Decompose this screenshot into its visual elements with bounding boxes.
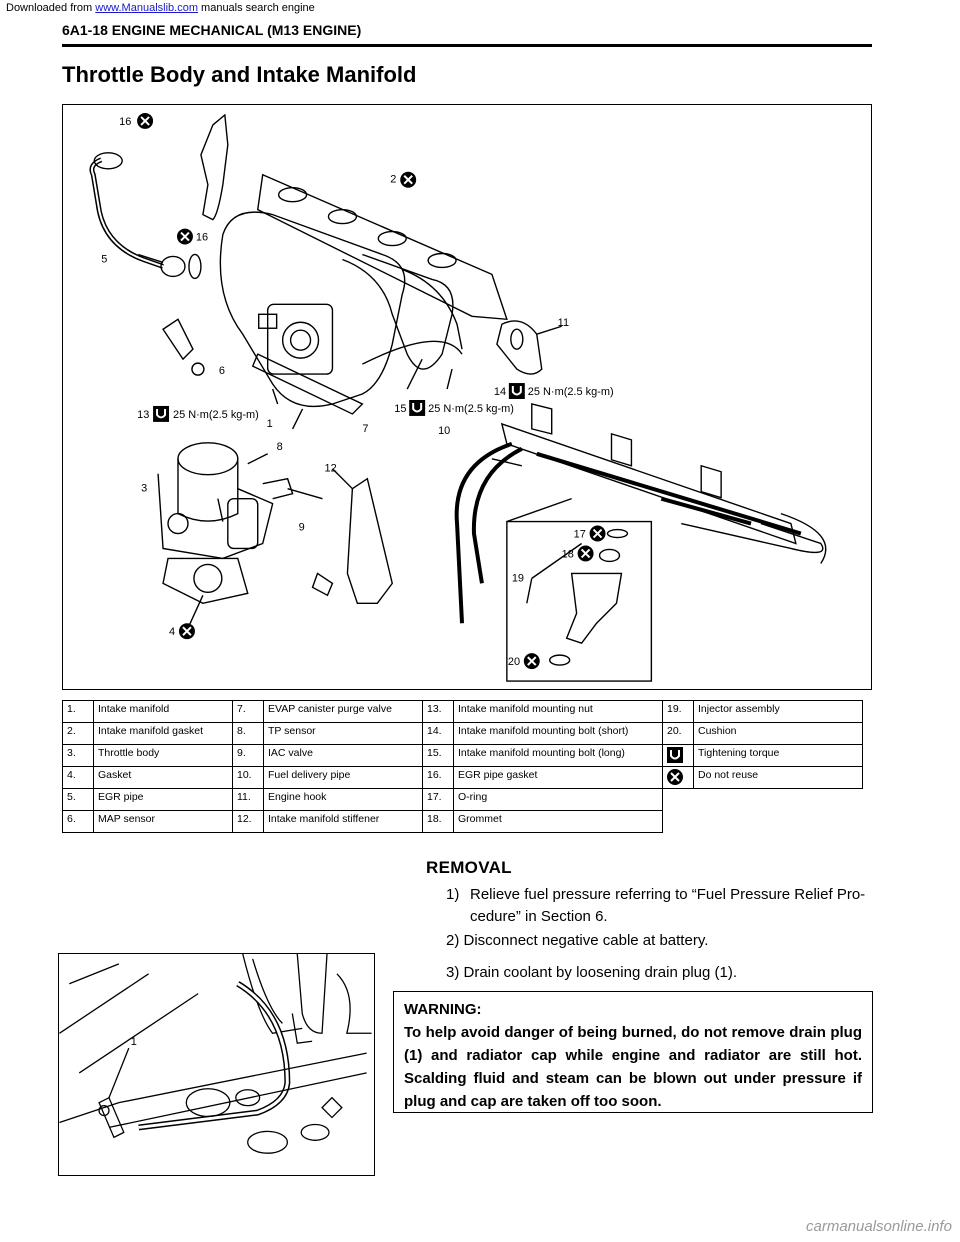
torque-symbol-cell bbox=[662, 744, 694, 767]
legend-row: 3.Throttle body 9.IAC valve 15.Intake ma… bbox=[62, 744, 863, 767]
callout-14: 14 bbox=[494, 386, 506, 398]
legend-row: 2.Intake manifold gasket 8.TP sensor 14.… bbox=[62, 722, 863, 745]
callout-19: 19 bbox=[512, 572, 524, 584]
section-header: 6A1-18 ENGINE MECHANICAL (M13 ENGINE) bbox=[62, 22, 362, 38]
callout-11: 11 bbox=[558, 317, 569, 329]
callout-20: 20 bbox=[508, 656, 520, 668]
removal-step-3: 3) Drain coolant by loosening drain plug… bbox=[446, 964, 737, 981]
torque-icon bbox=[667, 747, 683, 763]
drain-plug-drawing: 1 bbox=[59, 954, 372, 1154]
callout-16b: 16 bbox=[196, 232, 208, 244]
callout-10: 10 bbox=[438, 425, 450, 437]
callout-12: 12 bbox=[324, 463, 336, 475]
footer-watermark: carmanualsonline.info bbox=[806, 1218, 952, 1235]
warning-box: WARNING: To help avoid danger of being b… bbox=[393, 991, 873, 1113]
callout-13: 13 bbox=[137, 409, 149, 421]
do-not-reuse-icon bbox=[667, 769, 683, 785]
parts-legend-table: 1.Intake manifold 7.EVAP canister purge … bbox=[62, 700, 863, 833]
download-banner: Downloaded from www.Manualslib.com manua… bbox=[6, 2, 315, 14]
callout-9: 9 bbox=[299, 522, 305, 534]
callout-15: 15 bbox=[394, 403, 406, 415]
removal-heading: REMOVAL bbox=[426, 858, 512, 877]
warning-body: To help avoid danger of being burned, do… bbox=[404, 1024, 862, 1110]
diagram-drawing: 16 2 16 5 11 6 14 25 N·m(2.5 kg-m) 15 25… bbox=[89, 111, 827, 682]
torque-14: 25 N·m(2.5 kg-m) bbox=[528, 386, 614, 398]
callout-2: 2 bbox=[390, 174, 396, 186]
callout-3: 3 bbox=[141, 483, 147, 495]
torque-15: 25 N·m(2.5 kg-m) bbox=[428, 403, 514, 415]
drain-plug-illustration: 1 bbox=[58, 953, 375, 1176]
callout-16a: 16 bbox=[119, 116, 131, 128]
legend-row: 5.EGR pipe 11.Engine hook 17.O-ring bbox=[62, 788, 863, 811]
legend-row: 4.Gasket 10.Fuel delivery pipe 16.EGR pi… bbox=[62, 766, 863, 789]
callout-5: 5 bbox=[101, 253, 107, 265]
callout-8: 8 bbox=[277, 441, 283, 453]
noreuse-symbol-cell bbox=[662, 766, 694, 789]
callout-17: 17 bbox=[574, 529, 586, 541]
removal-step-2: 2) Disconnect negative cable at battery. bbox=[446, 932, 709, 949]
photo-callout-1: 1 bbox=[131, 1036, 137, 1048]
callout-18: 18 bbox=[562, 548, 574, 560]
callout-6: 6 bbox=[219, 365, 225, 377]
manualslib-link[interactable]: www.Manualslib.com bbox=[95, 2, 198, 14]
legend-row: 6.MAP sensor 12.Intake manifold stiffene… bbox=[62, 810, 863, 833]
callout-4: 4 bbox=[169, 626, 175, 638]
exploded-diagram: 16 2 16 5 11 6 14 25 N·m(2.5 kg-m) 15 25… bbox=[62, 104, 872, 690]
legend-row: 1.Intake manifold 7.EVAP canister purge … bbox=[62, 700, 863, 723]
page-title: Throttle Body and Intake Manifold bbox=[62, 62, 417, 87]
header-rule bbox=[62, 44, 872, 47]
torque-13: 25 N·m(2.5 kg-m) bbox=[173, 409, 259, 421]
callout-1: 1 bbox=[267, 418, 273, 430]
callout-7: 7 bbox=[362, 423, 368, 435]
warning-title: WARNING: bbox=[404, 1001, 482, 1018]
removal-step-1: 1) Relieve fuel pressure referring to “F… bbox=[446, 886, 866, 925]
